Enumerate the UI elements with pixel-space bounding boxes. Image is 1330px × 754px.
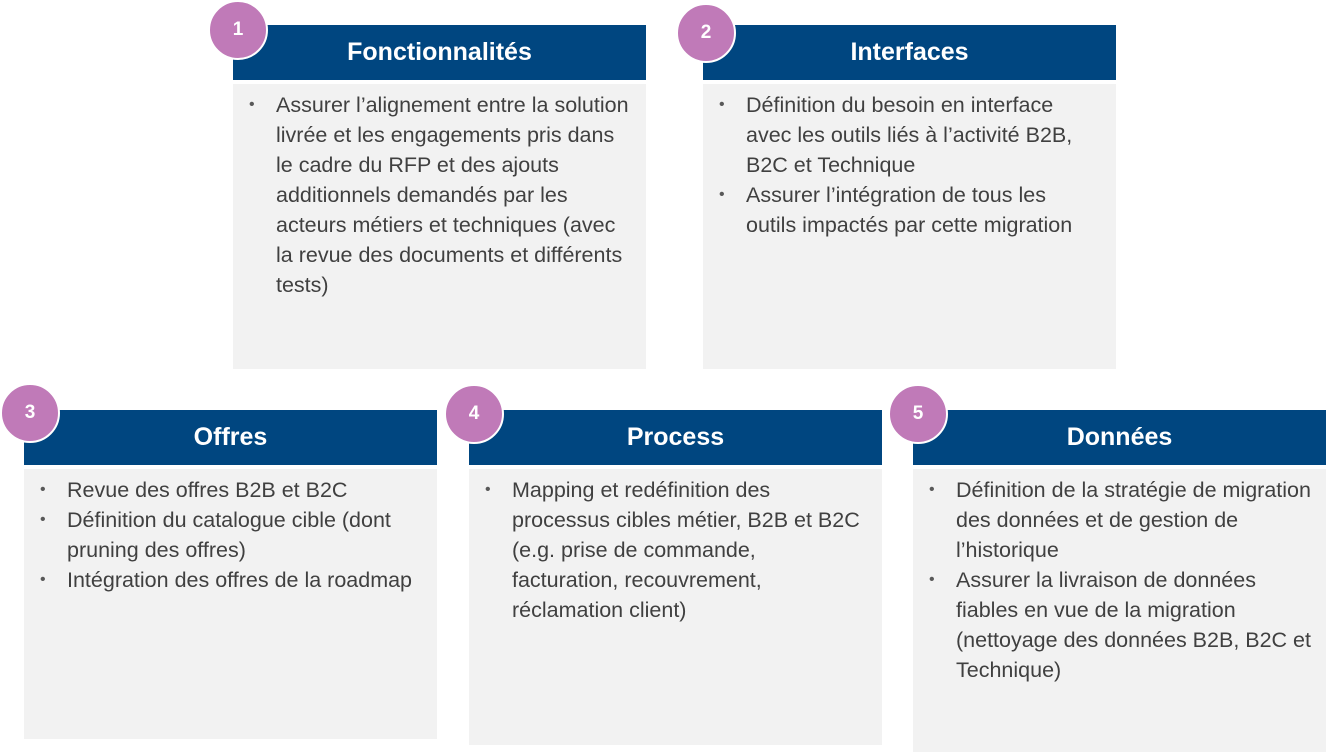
- list-item: • Mapping et redéfinition des processus …: [483, 475, 868, 625]
- bullet-icon: •: [719, 186, 725, 203]
- bullet-text: Définition de la stratégie de migration …: [956, 478, 1311, 562]
- card-body: • Assurer l’alignement entre la solution…: [233, 84, 646, 369]
- bullet-icon: •: [40, 481, 46, 498]
- list-item: • Revue des offres B2B et B2C: [38, 475, 423, 505]
- bullet-list: • Mapping et redéfinition des processus …: [483, 475, 868, 625]
- list-item: • Définition du besoin en interface avec…: [717, 90, 1102, 180]
- bullet-icon: •: [929, 481, 935, 498]
- bullet-icon: •: [719, 96, 725, 113]
- card-offres: Offres • Revue des offres B2B et B2C • D…: [24, 410, 437, 739]
- list-item: • Définition de la stratégie de migratio…: [927, 475, 1312, 565]
- card-interfaces: Interfaces • Définition du besoin en int…: [703, 25, 1116, 369]
- card-header: Process: [469, 410, 882, 467]
- list-item: • Assurer l’intégration de tous les outi…: [717, 180, 1102, 240]
- bullet-text: Assurer l’alignement entre la solution l…: [276, 93, 629, 297]
- card-body: • Définition du besoin en interface avec…: [703, 84, 1116, 369]
- card-header: Interfaces: [703, 25, 1116, 82]
- bullet-icon: •: [485, 481, 491, 498]
- bullet-list: • Assurer l’alignement entre la solution…: [247, 90, 632, 300]
- bullet-icon: •: [40, 571, 46, 588]
- card-header: Fonctionnalités: [233, 25, 646, 82]
- bullet-text: Assurer la livraison de données fiables …: [956, 568, 1311, 682]
- card-fonctionnalites: Fonctionnalités • Assurer l’alignement e…: [233, 25, 646, 369]
- card-body: • Mapping et redéfinition des processus …: [469, 469, 882, 745]
- step-number-badge: 4: [444, 384, 504, 444]
- card-header: Données: [913, 410, 1326, 467]
- bullet-list: • Définition du besoin en interface avec…: [717, 90, 1102, 240]
- bullet-text: Définition du besoin en interface avec l…: [746, 93, 1073, 177]
- bullet-text: Assurer l’intégration de tous les outils…: [746, 183, 1073, 237]
- bullet-icon: •: [929, 571, 935, 588]
- bullet-text: Revue des offres B2B et B2C: [67, 478, 348, 502]
- card-donnees: Données • Définition de la stratégie de …: [913, 410, 1326, 752]
- bullet-text: Définition du catalogue cible (dont prun…: [67, 508, 391, 562]
- step-number-badge: 5: [888, 384, 948, 444]
- card-header: Offres: [24, 410, 437, 467]
- step-number-badge: 2: [676, 3, 736, 63]
- bullet-text: Intégration des offres de la roadmap: [67, 568, 413, 592]
- bullet-icon: •: [249, 96, 255, 113]
- list-item: • Assurer la livraison de données fiable…: [927, 565, 1312, 685]
- bullet-text: Mapping et redéfinition des processus ci…: [512, 478, 860, 622]
- list-item: • Assurer l’alignement entre la solution…: [247, 90, 632, 300]
- card-process: Process • Mapping et redéfinition des pr…: [469, 410, 882, 745]
- bullet-list: • Définition de la stratégie de migratio…: [927, 475, 1312, 685]
- step-number-badge: 3: [0, 383, 60, 443]
- list-item: • Définition du catalogue cible (dont pr…: [38, 505, 423, 565]
- step-number-badge: 1: [208, 0, 268, 60]
- bullet-list: • Revue des offres B2B et B2C • Définiti…: [38, 475, 423, 595]
- list-item: • Intégration des offres de la roadmap: [38, 565, 423, 595]
- card-body: • Définition de la stratégie de migratio…: [913, 469, 1326, 752]
- card-body: • Revue des offres B2B et B2C • Définiti…: [24, 469, 437, 739]
- bullet-icon: •: [40, 511, 46, 528]
